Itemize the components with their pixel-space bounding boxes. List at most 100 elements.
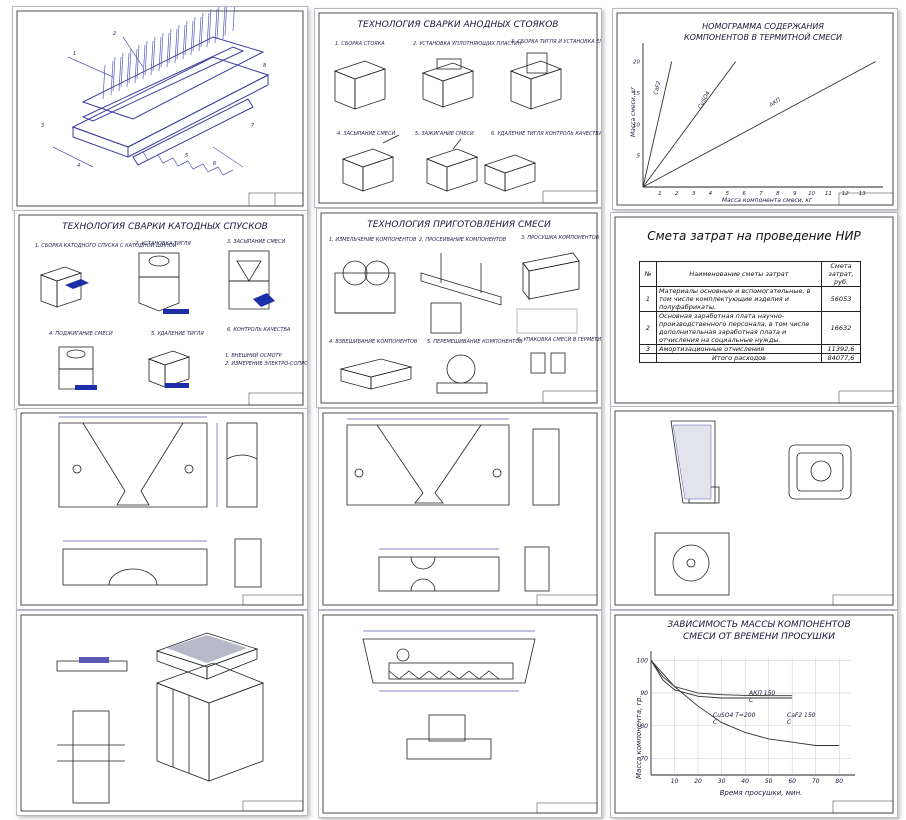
anode-pin — [232, 7, 235, 32]
anode-pin — [176, 24, 180, 60]
chart-title-line-1: ЗАВИСИМОСТЬ МАССЫ КОМПОНЕНТОВ — [667, 620, 850, 630]
anode-pin — [168, 28, 172, 64]
series-label: CuSO4 — [697, 90, 711, 110]
anode-pin — [118, 56, 122, 92]
x-tick-label: 13 — [859, 191, 866, 197]
x-tick-label: 2 — [675, 191, 679, 197]
y-tick-label: 10 — [633, 122, 640, 128]
anode-pin — [128, 48, 132, 84]
table-row: 3 Амортизационные отчисления 11392,6 — [639, 344, 861, 354]
step-label: 5. ЗАЖИГАНИЕ СМЕСИ — [415, 131, 474, 137]
cost-title: Смета затрат на проведение НИР — [647, 229, 861, 243]
anode-pin — [206, 12, 210, 48]
sheet-title: ТЕХНОЛОГИЯ ПРИГОТОВЛЕНИЯ СМЕСИ — [367, 220, 551, 230]
step-label: 1. ИЗМЕЛЬЧЕНИЕ КОМПОНЕНТОВ — [329, 237, 417, 243]
y-tick-label: 80 — [640, 723, 648, 730]
anode-pin — [102, 64, 106, 100]
anode-pin — [214, 8, 218, 44]
series-label: CaF2 — [653, 80, 663, 95]
detail-drawing — [20, 412, 304, 606]
x-tick-label: 8 — [776, 191, 780, 197]
x-tick-label: 12 — [842, 191, 849, 197]
series-line — [650, 660, 793, 697]
row-number: 2 — [639, 311, 657, 345]
anode-pin — [152, 36, 156, 72]
series-line — [642, 61, 876, 188]
anode-pins — [102, 7, 235, 100]
callout-number: 1 — [73, 51, 76, 57]
row-value: 56053 — [821, 286, 861, 312]
step-label: 3. ЗАСЫПАНИЕ СМЕСИ — [227, 239, 285, 245]
col-header: Смета затрат, руб. — [821, 261, 861, 287]
step-label: 3. СБОРКА ТИГЛЯ И УСТАНОВКА ЕГО НА СТОЯК… — [511, 39, 601, 45]
row-name: Основная заработная плата научно-произво… — [656, 311, 822, 345]
x-tick-label: 1 — [658, 191, 662, 197]
anode-pin — [198, 16, 202, 52]
callout-number: 5 — [185, 153, 188, 159]
row-name: Материалы основные и вспомогательные, в … — [656, 286, 822, 312]
nomogram-chart: НОМОГРАММА СОДЕРЖАНИЯ КОМПОНЕНТОВ В ТЕРМ… — [616, 12, 894, 206]
cathode-welding-drawing: ТЕХНОЛОГИЯ СВАРКИ КАТОДНЫХ СПУСКОВ 1. СБ… — [18, 214, 307, 406]
series-label: АКП — [768, 97, 782, 109]
x-tick-label: 5 — [726, 191, 730, 197]
anode-pin — [174, 28, 178, 64]
y-tick-label: 90 — [640, 690, 648, 697]
anode-pin — [200, 12, 204, 48]
sheet-anode-welding: ТЕХНОЛОГИЯ СВАРКИ АНОДНЫХ СТОЯКОВ 1. СБО… — [314, 8, 602, 208]
anode-pin — [136, 44, 140, 80]
sheet-block-sketch — [16, 610, 308, 816]
step-label: 5. УДАЛЕНИЕ ТИГЛЯ — [151, 331, 204, 337]
cost-table: № Наименование сметы затрат Смета затрат… — [639, 261, 861, 363]
step-label: 1. СБОРКА КАТОДНОГО СПУСКА С КАТОДНОЙ ШИ… — [35, 242, 177, 249]
x-tick-label: 11 — [825, 191, 832, 197]
y-tick-label: 70 — [640, 756, 648, 763]
anode-pin — [208, 8, 212, 44]
series-line — [650, 660, 793, 699]
row-number: 1 — [639, 286, 657, 312]
step-label: 4. ЗАСЫПАНИЕ СМЕСИ — [337, 131, 395, 137]
x-tick-label: 3 — [692, 191, 696, 197]
x-tick-label: 4 — [709, 191, 713, 197]
sheet-frame — [614, 216, 894, 404]
sheet-cost-estimate: Смета затрат на проведение НИР № Наимено… — [610, 212, 898, 408]
step-label: 3. ПРОСУШКА КОМПОНЕНТОВ — [521, 235, 600, 241]
sheet-title: ТЕХНОЛОГИЯ СВАРКИ АНОДНЫХ СТОЯКОВ — [358, 20, 559, 30]
series-line — [642, 61, 737, 188]
y-tick-label: 100 — [637, 657, 649, 664]
x-tick-label: 40 — [741, 778, 749, 785]
step-label: 5. ПЕРЕМЕШИВАНИЕ КОМПОНЕНТОВ — [427, 339, 523, 345]
crucible-drawing — [614, 410, 894, 606]
anode-pin — [110, 60, 114, 96]
crucible-assembly — [322, 614, 598, 814]
anode-pin — [158, 36, 162, 72]
row-value: 84077,6 — [821, 353, 861, 363]
callout-number: 3 — [41, 123, 44, 129]
col-header: № — [639, 261, 657, 287]
note-label: 1. ВНЕШНИЙ ОСМОТР — [225, 352, 282, 359]
x-tick-label: 10 — [671, 778, 679, 785]
callout-number: 4 — [77, 163, 80, 169]
series-line — [642, 61, 673, 188]
sheet-title: ТЕХНОЛОГИЯ СВАРКИ КАТОДНЫХ СПУСКОВ — [62, 222, 268, 232]
anode-pin — [166, 32, 170, 68]
sheet-cathode-welding: ТЕХНОЛОГИЯ СВАРКИ КАТОДНЫХ СПУСКОВ 1. СБ… — [14, 210, 308, 410]
drying-chart: ЗАВИСИМОСТЬ МАССЫ КОМПОНЕНТОВ СМЕСИ ОТ В… — [614, 614, 894, 814]
row-name: Амортизационные отчисления — [656, 344, 822, 354]
x-tick-label: 20 — [694, 778, 702, 785]
y-axis-label: Масса компонента, гр. — [635, 695, 643, 779]
y-tick-label: 5 — [637, 154, 641, 160]
chart-title-line-2: КОМПОНЕНТОВ В ТЕРМИТНОЙ СМЕСИ — [684, 31, 842, 42]
anode-pin — [184, 20, 188, 56]
step-label: 2. УСТАНОВКА УПЛОТНЯЮЩИХ ПЛАСТИН — [413, 41, 522, 47]
anode-pin — [160, 32, 164, 68]
y-axis-label: Масса смеси, кг — [630, 86, 637, 137]
x-tick-label: 6 — [742, 191, 746, 197]
block-sketch — [20, 614, 304, 812]
callout-number: 2 — [113, 31, 116, 37]
anode-pin — [222, 7, 226, 40]
